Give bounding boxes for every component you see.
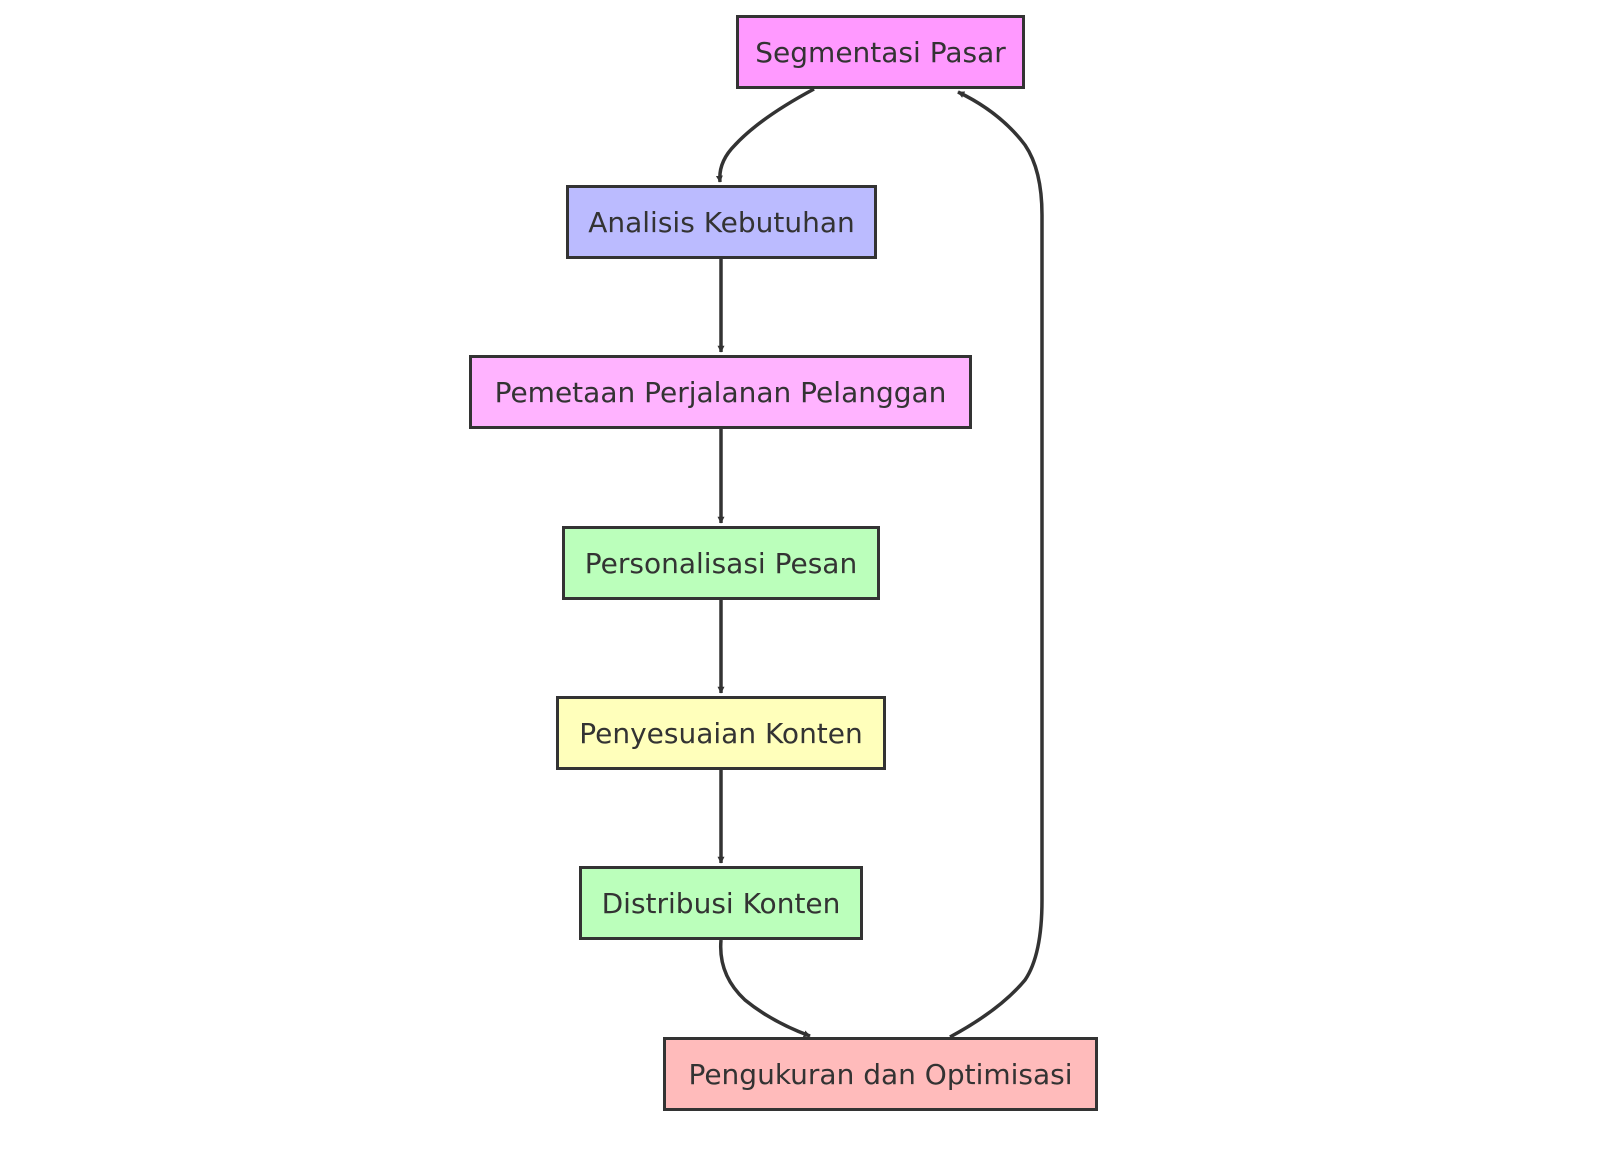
edge-distribusi-to-pengukuran [718,939,811,1038]
node-pengukuran-dan-optimisasi: Pengukuran dan Optimisasi [663,1037,1098,1111]
node-personalisasi-pesan: Personalisasi Pesan [562,526,880,600]
node-distribusi-konten: Distribusi Konten [579,866,863,940]
edge-segmentasi-to-analisis [715,87,815,183]
node-pemetaan-perjalanan-pelanggan: Pemetaan Perjalanan Pelanggan [469,355,972,429]
edge-pengukuran-to-segmentasi [949,90,1044,1039]
node-analisis-kebutuhan: Analisis Kebutuhan [566,185,877,259]
node-penyesuaian-konten: Penyesuaian Konten [556,696,886,770]
node-segmentasi-pasar: Segmentasi Pasar [736,15,1025,89]
